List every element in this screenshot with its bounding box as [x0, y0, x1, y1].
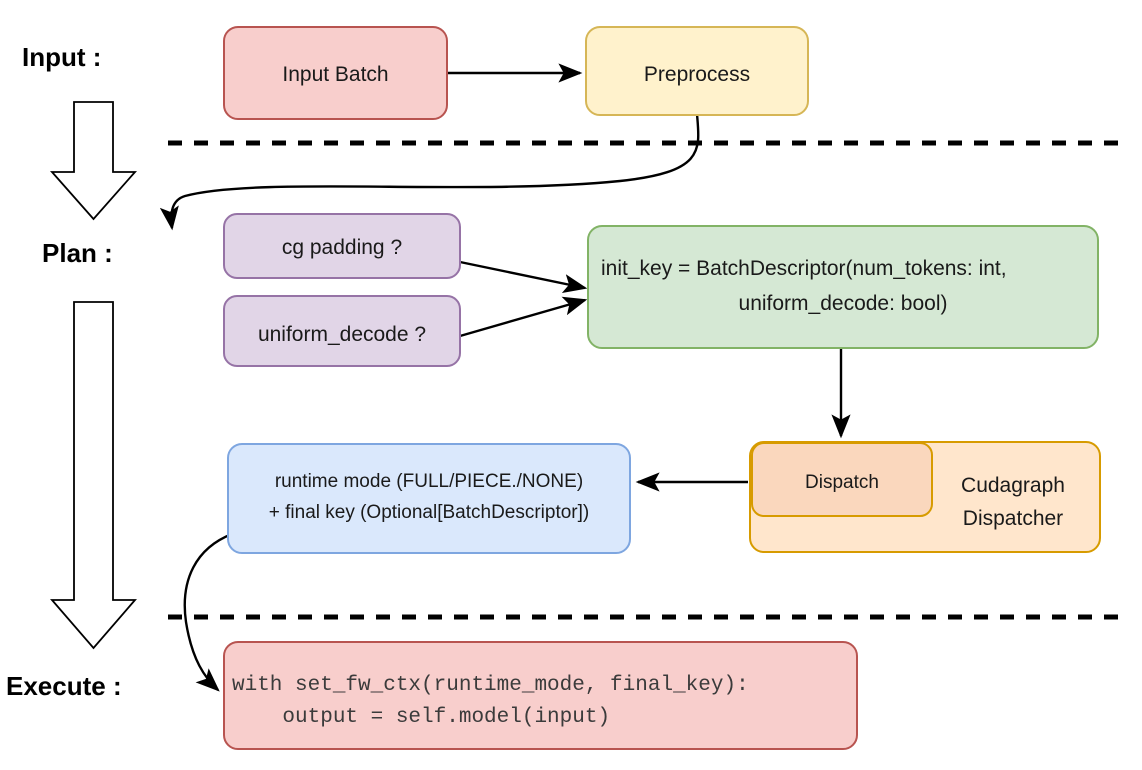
node-cg-padding-shape[interactable] — [223, 213, 461, 279]
flow-arrow-plan-to-execute — [50, 301, 137, 650]
node-preprocess-shape[interactable] — [585, 26, 809, 116]
node-preprocess[interactable]: Preprocess — [585, 26, 809, 116]
edge-runtime-mode-to-execute-code — [183, 532, 233, 692]
node-cg-padding[interactable]: cg padding ? — [223, 213, 461, 279]
node-dispatch[interactable]: Dispatch — [751, 442, 933, 517]
node-init-key-label-line2: uniform_decode: bool) — [739, 292, 948, 315]
stage-label-input: Input : — [22, 42, 101, 72]
node-init-key[interactable]: init_key = BatchDescriptor(num_tokens: i… — [587, 225, 1099, 349]
node-runtime-mode[interactable]: runtime mode (FULL/PIECE./NONE) + final … — [227, 443, 631, 554]
node-execute-code-shape[interactable] — [223, 641, 858, 750]
node-input-batch-shape[interactable] — [223, 26, 448, 120]
edge-preprocess-to-cg-padding — [159, 113, 700, 231]
node-init-key-label-line1: init_key = BatchDescriptor(num_tokens: i… — [601, 257, 1007, 280]
node-execute-code-line2: output = self.model(input) — [232, 706, 610, 729]
edge-uniform-decode-to-init-key — [459, 296, 588, 338]
node-execute-code[interactable]: with set_fw_ctx(runtime_mode, final_key)… — [223, 641, 858, 750]
node-uniform-decode-shape[interactable] — [223, 295, 461, 367]
node-input-batch[interactable]: Input Batch — [223, 26, 448, 120]
node-cudagraph-dispatcher-label-line1: Cudagraph — [961, 474, 1065, 497]
node-runtime-mode-label-line1: runtime mode (FULL/PIECE./NONE) — [275, 471, 583, 492]
node-input-batch-label: Input Batch — [282, 63, 388, 86]
stage-label-execute: Execute : — [6, 671, 122, 701]
node-uniform-decode-label: uniform_decode ? — [258, 323, 426, 346]
node-cg-padding-label: cg padding ? — [282, 236, 402, 259]
node-preprocess-label: Preprocess — [644, 63, 750, 86]
node-cudagraph-dispatcher-label-line2: Dispatcher — [963, 507, 1063, 530]
node-uniform-decode[interactable]: uniform_decode ? — [223, 295, 461, 367]
node-dispatch-label: Dispatch — [805, 472, 879, 493]
node-init-key-shape[interactable] — [587, 225, 1099, 349]
node-dispatch-shape[interactable] — [751, 442, 933, 517]
node-execute-code-line1: with set_fw_ctx(runtime_mode, final_key)… — [232, 674, 749, 697]
edge-cg-padding-to-init-key — [459, 260, 588, 294]
flow-arrow-input-to-plan — [50, 101, 137, 221]
node-runtime-mode-label-line2: + final key (Optional[BatchDescriptor]) — [269, 502, 590, 523]
node-runtime-mode-shape[interactable] — [227, 443, 631, 554]
stage-label-plan: Plan : — [42, 238, 113, 268]
